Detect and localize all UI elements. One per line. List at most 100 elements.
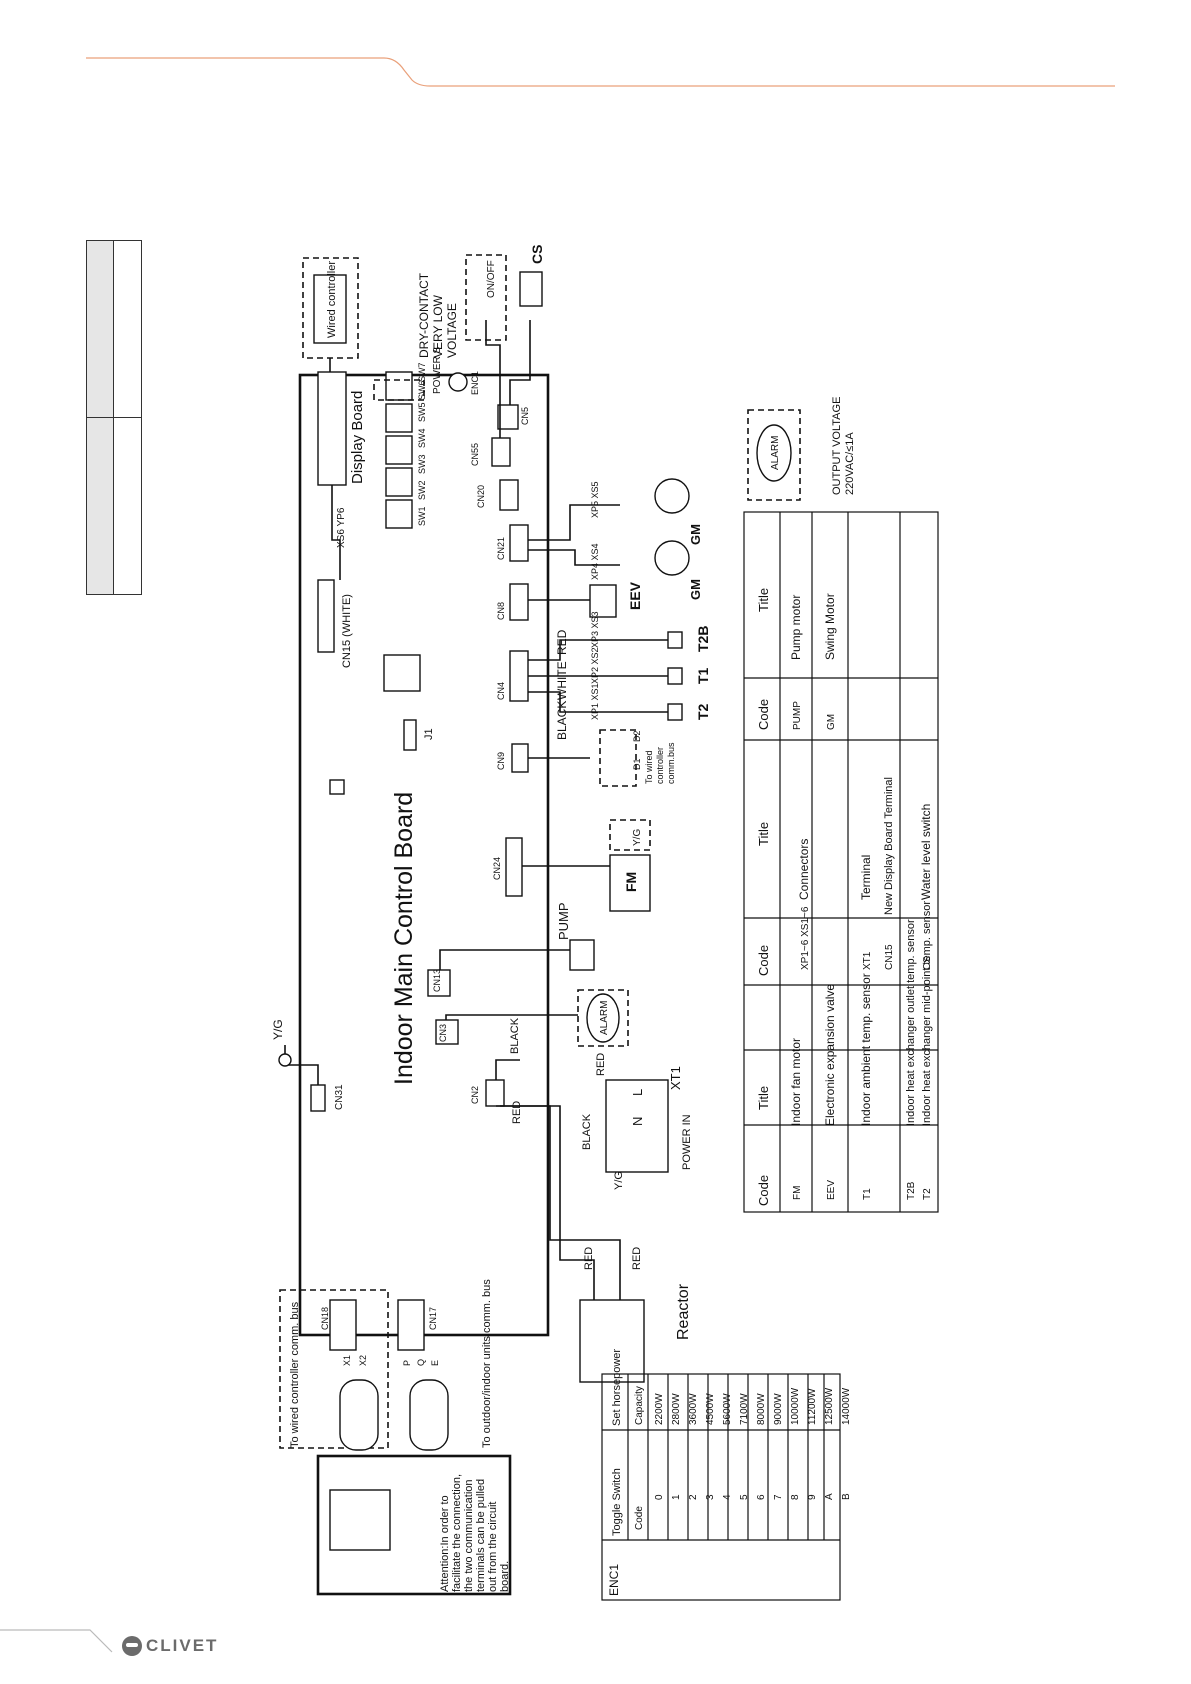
to-wired-small-1: To wired <box>644 750 654 784</box>
enc-row-code: 4 <box>722 1494 733 1500</box>
black-sensor-label: BLACK <box>555 701 569 740</box>
enc-row-code: A <box>824 1493 835 1500</box>
cn17-connector <box>397 1299 425 1351</box>
enc-row-capacity: 4500W <box>705 1393 716 1425</box>
display-board <box>317 371 347 486</box>
cn20-connector <box>499 479 519 511</box>
x2-label: X2 <box>358 1355 368 1366</box>
power-in-label: POWER IN <box>681 1114 693 1170</box>
row-title-gm: Swing Motor <box>823 593 837 660</box>
xp3xs3-label: XP3 XS3 <box>590 611 600 648</box>
xp4xs4-label: XP4 XS4 <box>590 543 600 580</box>
eev-label: EEV <box>627 581 643 610</box>
enc-row-code: 1 <box>671 1494 682 1500</box>
enc1-label: ENC1 <box>470 371 480 395</box>
cn21-connector <box>509 524 529 562</box>
power-s-label: POWER S <box>432 346 443 394</box>
sw7-dash-box <box>373 379 425 401</box>
sw4-label: SW4 <box>417 428 427 448</box>
th-code-3: Code <box>756 699 771 730</box>
enc-name: ENC1 <box>607 1564 621 1596</box>
black-power-label: BLACK <box>509 1017 521 1054</box>
j1-label: J1 <box>423 728 435 740</box>
attention-4: terminals can be pulled <box>475 1479 487 1592</box>
to-wired-bus-label-1: To wired controller comm. bus <box>289 1301 301 1448</box>
row-title-pump: Pump motor <box>789 595 803 660</box>
cs-switch <box>519 271 543 307</box>
enc-row-code: 5 <box>739 1494 750 1500</box>
row-code-fm: FM <box>792 1186 803 1200</box>
row-code-pump: PUMP <box>792 701 803 730</box>
yg-top-label: Y/G <box>271 1019 285 1040</box>
th-title-2: Title <box>756 822 771 846</box>
red-sensor-label: RED <box>555 629 569 655</box>
row-code-eev: EEV <box>826 1180 837 1200</box>
xs6yp6-label: XS6 YP6 <box>336 507 347 548</box>
xp1xs1-label: XP1 XS1 <box>590 683 600 720</box>
e-label: E <box>430 1360 440 1366</box>
gm-label-1: GM <box>688 524 703 545</box>
brand-logo: CLIVET <box>122 1636 218 1656</box>
reactor <box>579 1299 645 1383</box>
row-code-xp: XP1~6 XS1~6 <box>800 906 811 970</box>
display-board-label: Display Board <box>349 391 366 484</box>
fm-label: FM <box>623 872 639 892</box>
t1-sensor <box>667 667 683 685</box>
output-voltage-2: 220VAC/≤1A <box>844 432 856 495</box>
attention-1: Attention:In order to <box>439 1495 451 1592</box>
attention-5: out from the circuit <box>487 1502 499 1592</box>
dip-switches <box>385 371 413 529</box>
t2b-sensor <box>667 631 683 649</box>
gm-label-2: GM <box>688 579 703 600</box>
ic-component <box>329 779 345 795</box>
t2b-label: T2B <box>695 626 711 652</box>
swing-motor-1 <box>654 478 690 514</box>
cn20-label: CN20 <box>476 485 486 508</box>
cn13-label: CN13 <box>432 969 442 992</box>
codes-table <box>743 511 939 1213</box>
enc-capacity-header: Capacity <box>634 1386 645 1425</box>
xt1-label: XT1 <box>668 1066 683 1090</box>
red-xt1-label: RED <box>595 1053 607 1076</box>
to-wired-small-3: comm.bus <box>666 742 676 784</box>
yg-xt1-label: Y/G <box>613 1171 625 1190</box>
cn24-connector <box>505 837 523 897</box>
red-reactor-2: RED <box>631 1247 643 1270</box>
row-title-terminal: Terminal <box>859 855 873 900</box>
output-voltage-1: OUTPUT VOLTAGE <box>831 397 843 495</box>
cn55-label: CN55 <box>470 443 480 466</box>
cn5-connector <box>497 404 519 430</box>
twisted-cable-1 <box>339 1379 379 1451</box>
cn5-label: CN5 <box>520 407 530 425</box>
attention-2: facilitate the connection, <box>451 1474 463 1592</box>
clivet-logo-icon <box>122 1636 142 1656</box>
alarm-box <box>577 989 629 1047</box>
cs-label: CS <box>529 245 545 264</box>
enc-row-capacity: 2800W <box>671 1393 682 1425</box>
enc-row-code: 8 <box>790 1494 801 1500</box>
enc-row-capacity: 14000W <box>841 1387 852 1425</box>
th-code-1: Code <box>756 1175 771 1206</box>
xp5xs5-label: XP5 XS5 <box>590 481 600 518</box>
p-label: P <box>402 1360 412 1366</box>
cn18-label: CN18 <box>320 1307 330 1330</box>
alarm-icon <box>586 993 620 1043</box>
sw2-label: SW2 <box>417 480 427 500</box>
eev-valve <box>589 584 617 618</box>
sw6-label: SW6 <box>417 380 427 400</box>
enc-row-capacity: 2200W <box>654 1393 665 1425</box>
attention-3: the two communication <box>463 1480 475 1593</box>
red-cn2-label: RED <box>511 1101 523 1124</box>
d1-label: D1 <box>632 758 642 770</box>
row-code-cs: CS <box>922 956 933 970</box>
dry-contact-line3: VOLTAGE <box>445 303 459 358</box>
swing-motor-2 <box>654 540 690 576</box>
chip <box>383 654 421 692</box>
cn21-label: CN21 <box>496 537 506 560</box>
ground-icon <box>278 1053 292 1067</box>
sw3-label: SW3 <box>417 454 427 474</box>
side-tab <box>86 240 142 595</box>
l-label: L <box>630 1089 645 1096</box>
row-title-cs: Water level switch <box>919 804 933 900</box>
